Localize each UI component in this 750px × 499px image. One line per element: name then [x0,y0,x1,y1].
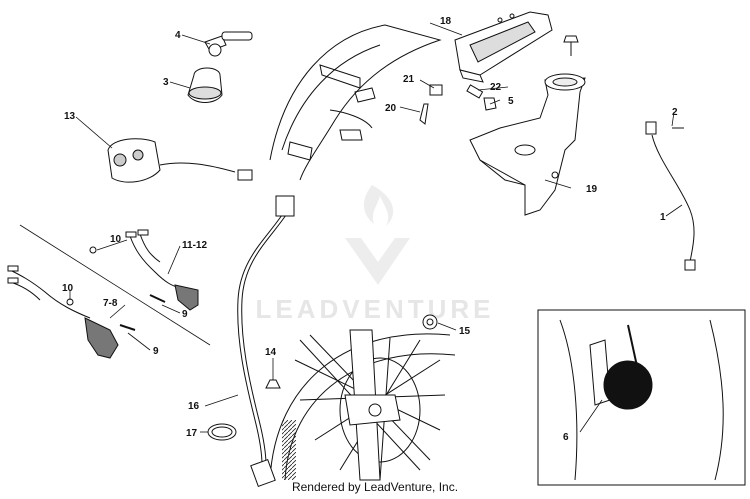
callout-14: 14 [265,347,277,358]
callout-9-upper: 9 [182,309,188,320]
callout-11-12: 11-12 [182,240,207,251]
ignition-keys [204,31,253,57]
watermark-text: LEADVENTURE [255,294,494,324]
callout-19: 19 [586,184,598,195]
callout-labels: 4 3 13 18 21 22 5 20 19 2 1 10 11-12 10 … [62,16,678,443]
callout-20: 20 [385,103,397,114]
leader-lines [69,22,683,433]
mount-bracket [469,73,586,216]
turn-signal-left [7,224,211,359]
callout-4: 4 [175,30,181,41]
callout-7-8: 7-8 [103,298,118,309]
callout-6: 6 [563,432,569,443]
callout-18: 18 [440,16,452,27]
callout-1: 1 [660,212,666,223]
callout-10-upper: 10 [110,234,122,245]
callout-17: 17 [186,428,198,439]
callout-22: 22 [490,82,502,93]
front-wheel [269,329,456,481]
callout-21: 21 [403,74,415,85]
speedometer-cable [237,195,295,488]
callout-5: 5 [508,96,514,107]
retaining-clip [422,314,438,330]
handlebar-switch [107,138,253,183]
front-fender [269,24,442,181]
callout-10-lower: 10 [62,283,74,294]
watermark-logo: LEADVENTURE [255,185,494,324]
grommet [265,379,281,389]
callout-13: 13 [64,111,76,122]
callout-2: 2 [672,107,678,118]
turn-signal-right [89,229,199,331]
footer-credit: Rendered by LeadVenture, Inc. [291,480,459,494]
instrument-cluster [454,11,553,83]
callout-3: 3 [163,77,169,88]
callout-15: 15 [459,326,471,337]
hose-clamp [207,423,237,441]
callout-9-lower: 9 [153,346,159,357]
cluster-fasteners [419,35,579,125]
sensor-harness [645,121,696,271]
inset-detail [537,309,746,486]
ignition-switch [187,67,223,103]
callout-16: 16 [188,401,200,412]
